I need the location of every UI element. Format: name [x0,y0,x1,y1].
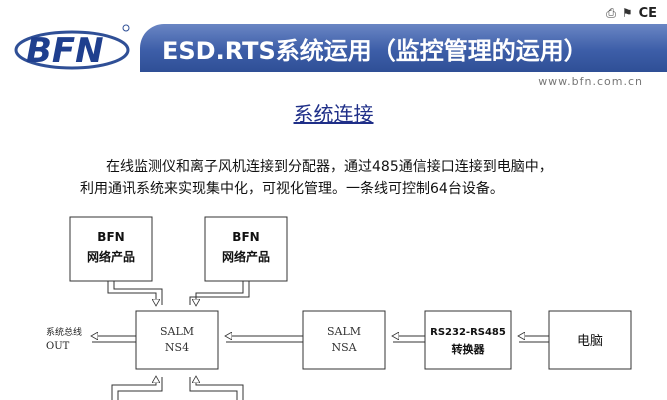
node-bfn-1-line2: 网络产品 [87,249,135,264]
arrow-bfn2-ns4 [196,281,244,305]
node-salm-nsa: SALM NSA [302,310,386,370]
node-salm-ns4: SALM NS4 [135,310,219,370]
arrow-bfn1-ns4 [107,281,156,305]
title-banner: ESD.RTS系统运用（监控管理的运用） [140,24,667,72]
node-converter: RS232-RS485 转换器 [424,310,512,370]
node-converter-line2: 转换器 [452,342,486,356]
ce-mark-icon: CE [638,5,657,21]
description-line-2: 利用通讯系统来实现集中化，可视化管理。一条线可控制64台设备。 [80,181,504,197]
node-bfn-1: BFN 网络产品 [69,216,153,282]
arrow-bottom-right [196,377,244,400]
node-bfn-2-line1: BFN [232,230,259,244]
bfn-logo: BFN [14,24,130,71]
out-label-line1: 系统总线 [46,326,82,338]
top-icons: ⎙ ⚑ CE [606,4,657,22]
description-line-1: 在线监测仪和离子风机连接到分配器，通过485通信接口连接到电脑中， [106,159,553,175]
node-pc: 电脑 [548,310,632,370]
node-nsa-line1: SALM [327,325,361,338]
header: BFN ESD.RTS系统运用（监控管理的运用） ⎙ ⚑ CE www.bfn.… [0,0,667,92]
node-ns4-line1: SALM [160,325,194,338]
node-bfn-2-line2: 网络产品 [222,249,270,264]
logo-text: BFN [26,31,104,71]
flag-icon: ⚑ [621,6,633,20]
description: 在线监测仪和离子风机连接到分配器，通过485通信接口连接到电脑中， 利用通讯系统… [80,156,640,200]
out-label: 系统总线 OUT [46,326,82,352]
website-url: www.bfn.com.cn [538,75,643,88]
connectors [92,281,549,400]
node-bfn-1-line1: BFN [97,230,124,244]
out-label-line2: OUT [46,341,70,352]
node-bfn-2: BFN 网络产品 [204,216,288,282]
node-nsa-line2: NSA [331,341,357,354]
section-title: 系统连接 [293,102,374,126]
node-pc-label: 电脑 [577,334,603,349]
printer-icon: ⎙ [606,6,616,20]
page-title: ESD.RTS系统运用（监控管理的运用） [162,37,588,65]
node-ns4-line2: NS4 [165,341,189,354]
node-converter-line1: RS232-RS485 [430,327,506,338]
arrow-bottom-left [111,377,156,400]
connection-diagram: BFN 网络产品 BFN 网络产品 SALM NS4 SALM NSA RS23… [46,216,632,400]
